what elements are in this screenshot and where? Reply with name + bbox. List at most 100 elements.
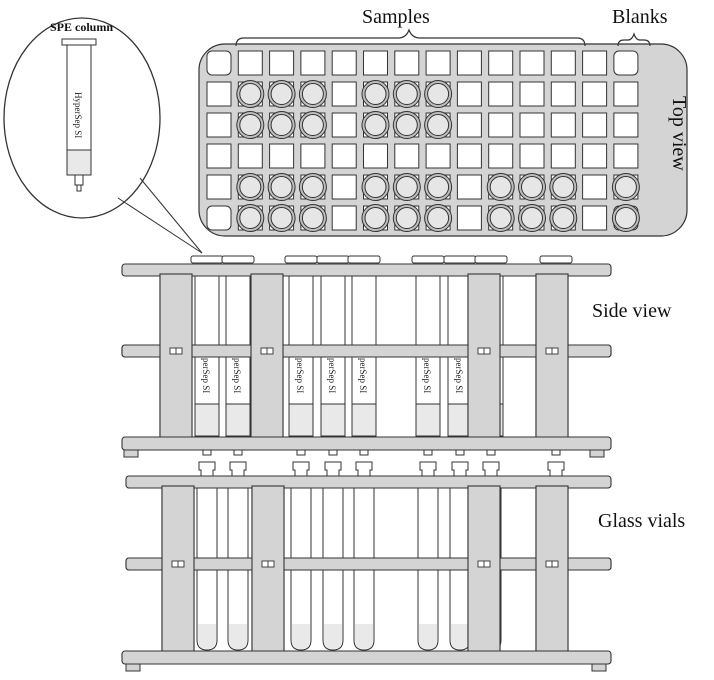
rack-well xyxy=(269,143,295,169)
tube-cap xyxy=(443,255,477,264)
column-cap-inner xyxy=(301,114,324,136)
spe-column-tip xyxy=(74,174,84,186)
tube-sorbent xyxy=(194,403,220,437)
tube-sorbent xyxy=(351,403,377,437)
column-cap-inner xyxy=(301,207,324,229)
column-cap-inner xyxy=(270,114,293,136)
rack-well xyxy=(519,112,545,138)
spe-column-label: SPE column xyxy=(50,20,114,34)
rack-well xyxy=(519,50,545,76)
spe-column-nozzle xyxy=(76,184,82,192)
vial-neck xyxy=(198,461,216,476)
tube-text: perSep SI xyxy=(295,358,305,393)
column-cap-inner xyxy=(552,207,575,229)
column-cap-inner xyxy=(427,114,450,136)
rack-well xyxy=(331,50,357,76)
column-cap-inner xyxy=(395,83,418,105)
top-view-label: Top view xyxy=(668,96,690,171)
rack-well xyxy=(363,50,388,76)
rack-well xyxy=(425,143,451,169)
tube-cap xyxy=(347,255,381,264)
tube-cap xyxy=(411,255,445,264)
rack-well xyxy=(237,143,263,169)
rack-well xyxy=(456,143,482,169)
samples-bracket xyxy=(235,28,586,47)
rack-well xyxy=(488,112,514,138)
rack-well xyxy=(206,174,232,200)
rack-well xyxy=(519,143,545,169)
rack-well xyxy=(456,174,482,200)
rack-well xyxy=(363,143,388,169)
column-cap-inner xyxy=(364,176,387,198)
rack-well xyxy=(300,50,326,76)
rack-well xyxy=(613,143,639,169)
rack-well xyxy=(488,81,514,107)
rack-well xyxy=(269,50,295,76)
rack-well xyxy=(394,143,420,169)
rack-well xyxy=(206,81,232,107)
rack-well xyxy=(206,143,232,169)
vial-neck xyxy=(482,461,500,476)
vial-neck xyxy=(229,461,247,476)
rack-foot xyxy=(123,449,139,458)
rack-well xyxy=(582,81,608,107)
glass-vials-label: Glass vials xyxy=(598,510,686,532)
vial-liquid xyxy=(229,624,247,649)
vial-neck xyxy=(324,461,342,476)
column-cap-inner xyxy=(364,114,387,136)
vial-neck xyxy=(547,461,565,476)
vial-rack-post xyxy=(161,485,195,653)
side-rack-post xyxy=(159,273,193,441)
rack-well xyxy=(488,143,514,169)
tube-sorbent xyxy=(320,403,346,437)
tube-text: perSep SI xyxy=(358,358,368,393)
vial-liquid xyxy=(324,624,342,649)
rack-well xyxy=(582,143,608,169)
vial-liquid xyxy=(198,624,216,649)
tube-sorbent xyxy=(225,403,251,437)
column-cap-inner xyxy=(270,207,293,229)
rack-well xyxy=(331,205,357,231)
rack-well xyxy=(582,174,608,200)
rack-well xyxy=(331,143,357,169)
column-cap-inner xyxy=(301,83,324,105)
rack-well xyxy=(488,50,514,76)
column-cap-inner xyxy=(395,114,418,136)
vial-liquid xyxy=(292,624,310,649)
rack-well xyxy=(456,205,482,231)
tube-cap xyxy=(190,255,224,264)
rack-foot xyxy=(589,449,605,458)
side-rack-post xyxy=(250,273,284,441)
vial-rack-post xyxy=(535,485,569,653)
vial-neck xyxy=(419,461,437,476)
tube-text: perSep SI xyxy=(327,358,337,393)
rack-well xyxy=(456,50,482,76)
tube-cap xyxy=(284,255,318,264)
side-bottom-shelf xyxy=(121,436,612,451)
spe-column-sorbent xyxy=(66,149,92,176)
rack-well xyxy=(425,50,451,76)
column-cap-inner xyxy=(239,176,262,198)
vial-neck xyxy=(451,461,469,476)
column-cap-inner xyxy=(364,83,387,105)
column-cap-inner xyxy=(427,83,450,105)
side-view-label: Side view xyxy=(592,300,672,322)
tube-cap xyxy=(474,255,508,264)
rack-well xyxy=(519,81,545,107)
blanks-label: Blanks xyxy=(612,6,668,28)
rack-foot xyxy=(591,663,607,672)
tube-sorbent xyxy=(415,403,441,437)
rack-well xyxy=(237,50,263,76)
vial-liquid xyxy=(451,624,469,649)
rack-well xyxy=(550,81,576,107)
rack-well xyxy=(206,205,232,231)
column-cap-inner xyxy=(552,176,575,198)
vial-top-shelf xyxy=(125,475,612,489)
rack-well xyxy=(613,50,639,76)
side-rack-post xyxy=(467,273,501,441)
rack-well xyxy=(582,50,608,76)
column-cap-inner xyxy=(614,176,637,198)
column-cap-inner xyxy=(395,176,418,198)
rack-well xyxy=(550,112,576,138)
